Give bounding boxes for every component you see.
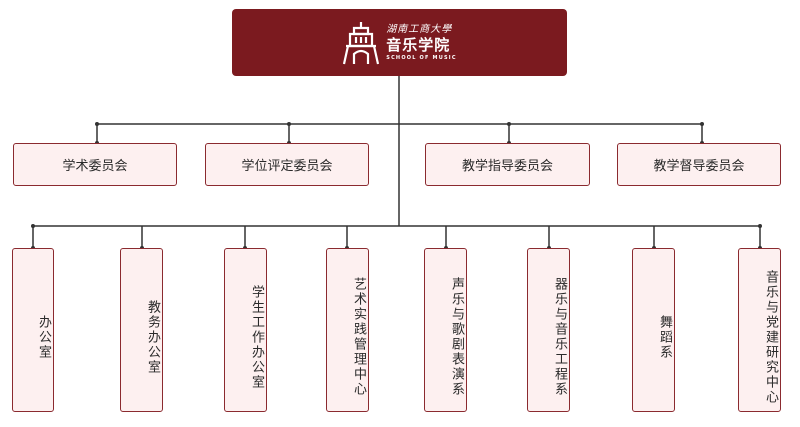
dept-label: 艺术实践管理中心 <box>351 277 366 397</box>
dept-dance: 舞蹈系 <box>632 248 675 412</box>
university-name-script: 湖南工商大學 <box>386 23 453 35</box>
dept-music-party-building-research: 音乐与党建研究中心 <box>738 248 781 412</box>
school-logo: 湖南工商大學 音乐学院 SCHOOL OF MUSIC <box>342 20 456 66</box>
dept-label: 器乐与音乐工程系 <box>552 277 567 397</box>
dept-label: 办公室 <box>36 314 51 360</box>
dept-office: 办公室 <box>12 248 54 412</box>
dept-label: 舞蹈系 <box>657 314 672 360</box>
school-english-name: SCHOOL OF MUSIC <box>386 54 457 61</box>
dept-vocal-opera: 声乐与歌剧表演系 <box>424 248 467 412</box>
committee-teaching-guidance: 教学指导委员会 <box>425 143 590 186</box>
dept-academic-affairs-office: 教务办公室 <box>120 248 163 412</box>
dept-label: 音乐与党建研究中心 <box>763 269 778 405</box>
school-name: 音乐学院 <box>386 35 451 54</box>
dept-label: 声乐与歌剧表演系 <box>449 277 464 397</box>
dept-label: 教务办公室 <box>145 299 160 375</box>
root-node-school-of-music: 湖南工商大學 音乐学院 SCHOOL OF MUSIC <box>232 9 567 76</box>
dept-instrumental-music-engineering: 器乐与音乐工程系 <box>527 248 570 412</box>
committee-teaching-supervision: 教学督导委员会 <box>617 143 781 186</box>
dept-art-practice-center: 艺术实践管理中心 <box>326 248 369 412</box>
dept-label: 学生工作办公室 <box>249 284 264 390</box>
dept-student-affairs-office: 学生工作办公室 <box>224 248 267 412</box>
committee-degree-evaluation: 学位评定委员会 <box>205 143 369 186</box>
committee-academic: 学术委员会 <box>13 143 177 186</box>
university-emblem-icon <box>342 20 380 66</box>
